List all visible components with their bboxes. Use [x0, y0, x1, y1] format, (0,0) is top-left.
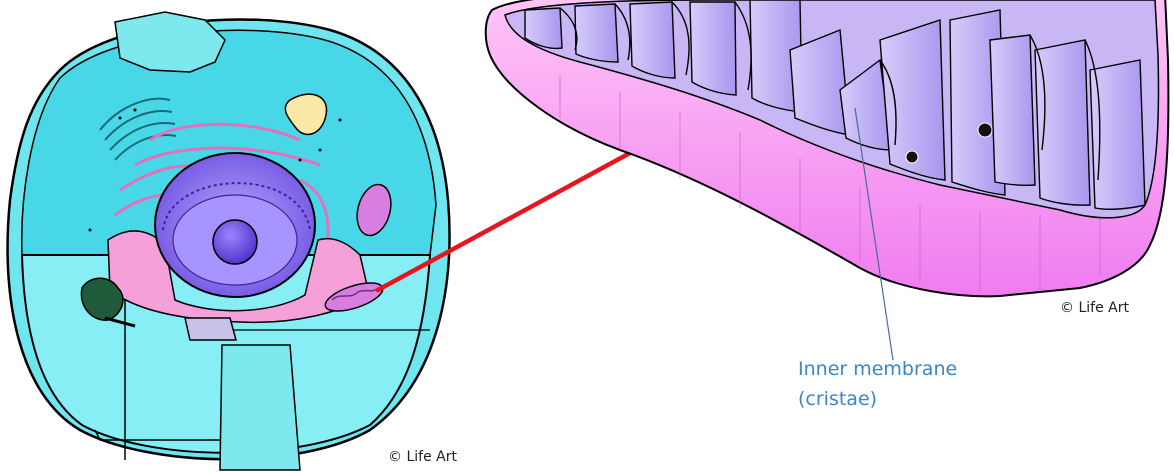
matrix-granule	[906, 151, 918, 163]
inner-membrane-label-line1: Inner membrane	[798, 354, 957, 384]
inner-membrane-label: Inner membrane (cristae)	[798, 354, 957, 414]
matrix-granule	[978, 123, 992, 137]
mitochondrion-credit: © Life Art	[1060, 300, 1129, 316]
inner-membrane-label-line2: (cristae)	[798, 384, 957, 414]
animal-cell	[8, 12, 450, 470]
centrioles	[185, 318, 236, 340]
cytoskeleton-bottom	[220, 345, 300, 470]
cell-credit: © Life Art	[388, 449, 457, 465]
nucleolus	[213, 220, 257, 264]
